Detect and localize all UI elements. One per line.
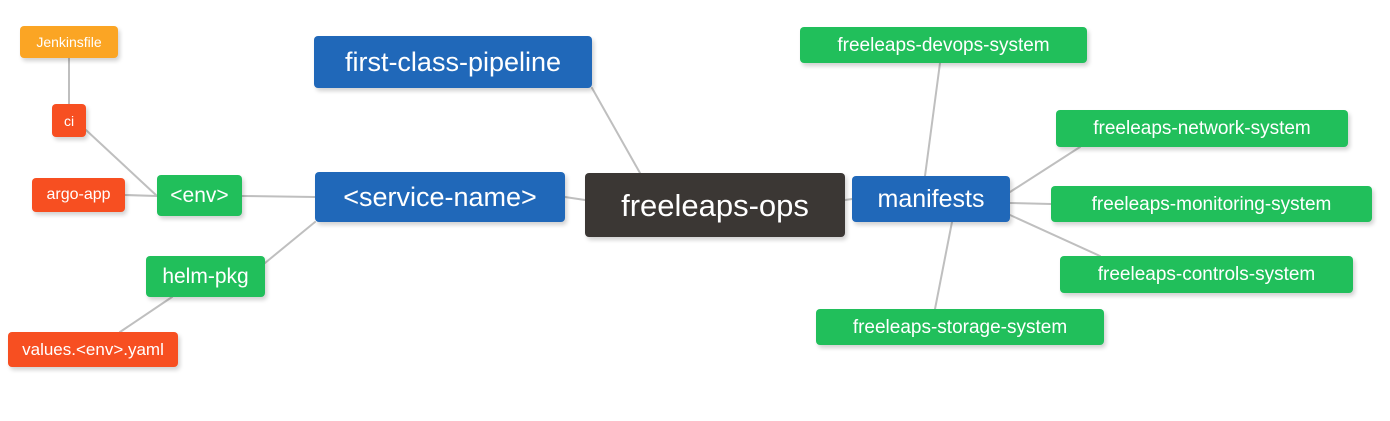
edge-manifests-to-controls-sys [1009,214,1101,257]
node-service-name[interactable]: <service-name> [315,172,565,222]
edge-root-to-manifests [844,198,853,201]
node-ci[interactable]: ci [52,104,86,137]
node-manifests[interactable]: manifests [852,176,1010,222]
node-jenkinsfile[interactable]: Jenkinsfile [20,26,118,58]
node-root[interactable]: freeleaps-ops [585,173,845,237]
edge-manifests-to-devops-sys [924,62,941,177]
edge-manifests-to-monitoring-sys [1009,202,1052,205]
edge-ci-to-env [85,129,158,197]
node-devops-sys[interactable]: freeleaps-devops-system [800,27,1087,63]
edge-argo-app-to-env [124,194,158,197]
edge-manifests-to-network-sys [1009,146,1081,193]
edge-service-name-to-root [564,196,586,201]
node-values-yaml[interactable]: values.<env>.yaml [8,332,178,367]
node-network-sys[interactable]: freeleaps-network-system [1056,110,1348,147]
edge-helm-pkg-to-values-yaml [119,296,173,333]
edge-manifests-to-storage-sys [934,221,953,310]
node-monitoring-sys[interactable]: freeleaps-monitoring-system [1051,186,1372,222]
node-argo-app[interactable]: argo-app [32,178,125,212]
node-helm-pkg[interactable]: helm-pkg [146,256,265,297]
node-env[interactable]: <env> [157,175,242,216]
edge-pipeline-to-root [591,87,641,174]
node-storage-sys[interactable]: freeleaps-storage-system [816,309,1104,345]
edge-service-name-to-helm-pkg [264,221,316,264]
edge-env-to-service-name [241,195,316,198]
node-controls-sys[interactable]: freeleaps-controls-system [1060,256,1353,293]
node-pipeline[interactable]: first-class-pipeline [314,36,592,88]
